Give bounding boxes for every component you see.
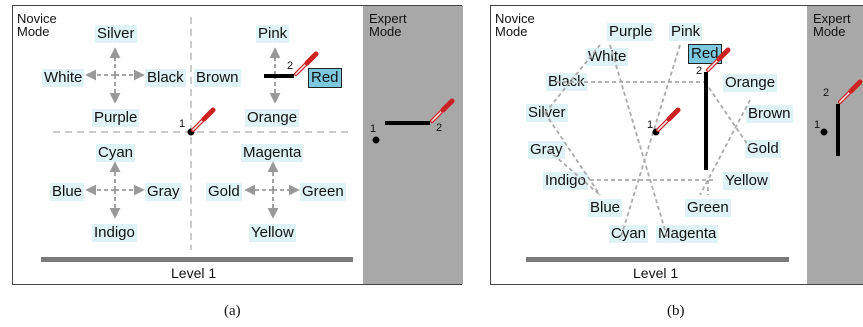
menu-item-pink[interactable]: Pink xyxy=(256,25,290,43)
expert-end-label-b: 2 xyxy=(823,87,830,99)
expert-end-label-a: 2 xyxy=(436,122,443,134)
menu-item-indigo[interactable]: Indigo xyxy=(92,224,137,242)
menu-item-gold[interactable]: Gold xyxy=(206,183,242,201)
level-label-a: Level 1 xyxy=(171,265,217,281)
menu-item-cyan[interactable]: Cyan xyxy=(609,225,649,243)
menu-item-gray[interactable]: Gray xyxy=(528,141,565,159)
panel-a: Novice Mode Expert Mode Silver White Bla… xyxy=(12,5,463,285)
stroke-end-label-a: 2 xyxy=(287,60,294,72)
pen-icon xyxy=(296,54,316,74)
menu-item-brown[interactable]: Brown xyxy=(746,105,793,123)
menu-item-white[interactable]: White xyxy=(42,69,85,87)
menu-item-blue[interactable]: Blue xyxy=(50,183,85,201)
expert-start-dot-a xyxy=(372,136,380,144)
menu-item-red-selected[interactable]: Red xyxy=(688,44,722,64)
menu-item-pink[interactable]: Pink xyxy=(669,23,703,41)
pen-icon xyxy=(708,50,728,70)
menu-item-silver[interactable]: Silver xyxy=(526,104,568,122)
novice-mode-label-a: Novice Mode xyxy=(17,11,57,39)
expert-start-dot-b xyxy=(820,128,828,136)
menu-item-gray[interactable]: Gray xyxy=(145,183,182,201)
stroke-start-label-b: 1 xyxy=(647,119,654,131)
expert-mode-area-a xyxy=(363,6,463,284)
menu-item-yellow[interactable]: Yellow xyxy=(249,224,296,242)
menu-item-white[interactable]: White xyxy=(586,48,629,66)
stroke-end-label-b: 2 xyxy=(696,65,703,77)
level-bar-b xyxy=(526,257,789,262)
menu-item-purple[interactable]: Purple xyxy=(607,23,655,41)
menu-item-cyan[interactable]: Cyan xyxy=(96,144,136,162)
menu-item-blue[interactable]: Blue xyxy=(588,199,623,217)
expert-mode-label-b: Expert Mode xyxy=(813,11,851,39)
menu-item-magenta[interactable]: Magenta xyxy=(656,225,719,243)
novice-mode-label-b: Novice Mode xyxy=(495,11,535,39)
menu-item-yellow[interactable]: Yellow xyxy=(723,172,770,190)
menu-item-black[interactable]: Black xyxy=(145,69,186,87)
menu-item-gold[interactable]: Gold xyxy=(745,140,781,158)
expert-mode-area-b xyxy=(807,6,863,284)
caption-a: (a) xyxy=(224,303,241,319)
menu-item-purple[interactable]: Purple xyxy=(92,109,140,127)
level-label-b: Level 1 xyxy=(633,265,679,281)
menu-item-brown[interactable]: Brown xyxy=(194,69,241,87)
menu-item-orange[interactable]: Orange xyxy=(245,109,300,127)
menu-item-indigo[interactable]: Indigo xyxy=(543,172,588,190)
menu-item-magenta[interactable]: Magenta xyxy=(241,144,304,162)
panel-b: Novice Mode Expert Mode Purple Pink Whit… xyxy=(490,5,863,285)
dashed-arrow-icon xyxy=(85,47,300,219)
expert-start-label-b: 1 xyxy=(814,119,821,131)
menu-item-orange[interactable]: Orange xyxy=(723,74,778,92)
caption-b: (b) xyxy=(667,303,685,319)
level-bar-a xyxy=(41,257,353,262)
dashed-arrow-icon xyxy=(544,44,751,241)
menu-item-red-selected[interactable]: Red xyxy=(308,68,342,88)
quadrant-dividers-a xyxy=(53,17,352,250)
pen-icon xyxy=(432,101,452,121)
stroke-start-label-a: 1 xyxy=(179,118,186,130)
pen-icon xyxy=(193,110,213,130)
pen-icon xyxy=(840,82,860,102)
pen-icon xyxy=(658,110,678,130)
expert-mode-label-a: Expert Mode xyxy=(369,11,407,39)
expert-start-label-a: 1 xyxy=(370,123,377,135)
menu-item-green[interactable]: Green xyxy=(300,183,346,201)
menu-item-silver[interactable]: Silver xyxy=(95,25,137,43)
menu-item-green[interactable]: Green xyxy=(685,199,731,217)
